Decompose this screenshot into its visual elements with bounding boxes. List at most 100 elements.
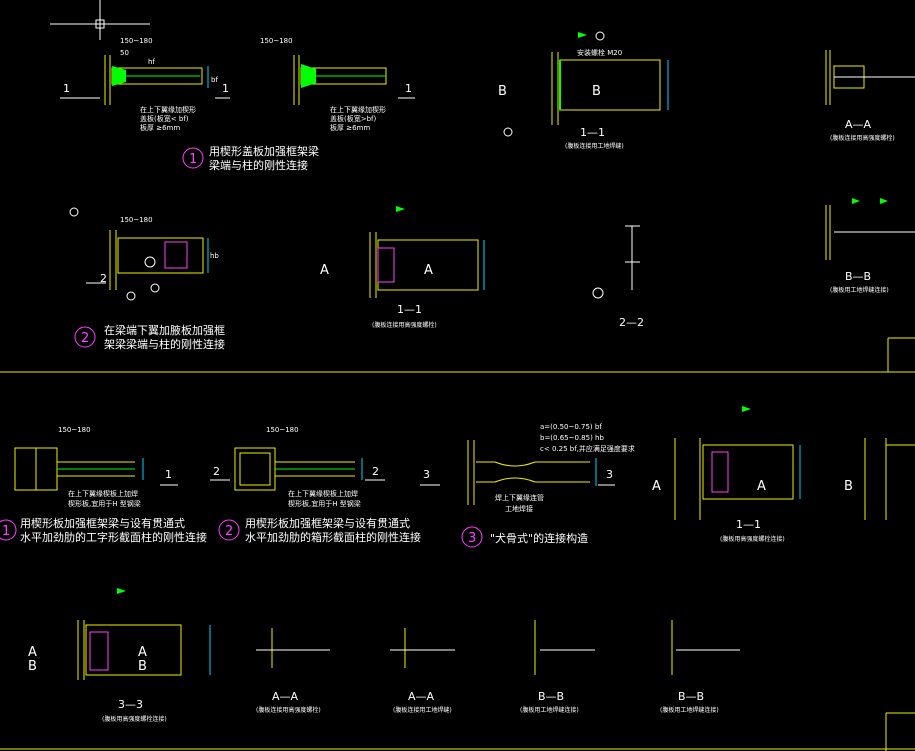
cad-cursor-crosshair bbox=[50, 0, 150, 40]
detail-wedge-plate-wide: 1 150~180 在上下翼缘加楔形 盖板(板宽>bf) 板厚 ≥6mm bbox=[260, 37, 415, 132]
section-a-a-top: A—A (腹板连接用高强度螺栓) bbox=[825, 50, 915, 142]
section-note: (腹板用高强度螺栓连接) bbox=[720, 535, 785, 543]
note: 在上下翼缘楔板上加焊 bbox=[68, 489, 138, 498]
section-mark-2: 2 bbox=[372, 465, 379, 478]
note: 在上下翼缘加楔形 bbox=[330, 105, 386, 114]
dim-label: bf bbox=[211, 76, 218, 84]
section-label-a: A bbox=[652, 479, 661, 494]
detail-number-circle bbox=[461, 526, 483, 548]
detail-i-column-through-stiffener: 1 150~180 在上下翼缘楔板上加焊 楔形板,宜用于H 型钢梁 bbox=[14, 426, 178, 508]
caption: 在梁端下翼加腋板加强框 bbox=[104, 323, 225, 337]
section-2-2: 2—2 bbox=[592, 225, 644, 329]
section-note: (腹板连接用高强度螺栓) bbox=[256, 706, 321, 714]
section-title: B—B bbox=[845, 270, 871, 283]
section-note: (腹板连接用工地焊缝) bbox=[565, 142, 624, 150]
caption: 用楔形盖板加强框架梁 bbox=[209, 144, 319, 158]
section-1-1-bolted: A A 1—1 (腹板连接用高强度螺栓) bbox=[320, 206, 485, 329]
section-title: 3—3 bbox=[118, 698, 143, 711]
dim-label: hb bbox=[210, 252, 219, 260]
section-note: (腹板连接用工地焊缝) bbox=[393, 706, 452, 714]
section-title: 2—2 bbox=[619, 316, 644, 329]
bolt-note: 安装螺栓 M20 bbox=[577, 48, 622, 57]
caption: 用楔形板加强框架梁与设有贯通式 bbox=[245, 516, 410, 530]
section-1-1-shop-weld: B B 安装螺栓 M20 1—1 (腹板连接用工地焊缝) bbox=[498, 31, 669, 150]
section-title: B—B bbox=[678, 690, 704, 703]
section-b-b-bottom-2: B—B (腹板用工地焊缝连接) bbox=[660, 620, 740, 714]
section-label-b: B bbox=[592, 84, 601, 99]
detail-number: 1 bbox=[2, 524, 10, 539]
note: 工地焊接 bbox=[505, 504, 533, 513]
section-mark-1: 1 bbox=[165, 468, 172, 481]
note: 盖板(板宽< bf) bbox=[140, 114, 189, 123]
weld-size-label: hf bbox=[148, 58, 155, 66]
section-label-a: A bbox=[138, 645, 147, 660]
detail-box-column-through-stiffener: 2 2 150~180 在上下翼缘楔板上加焊 楔形板,宜用于H 型钢梁 bbox=[210, 426, 385, 508]
note: 楔形板,宜用于H 型钢梁 bbox=[68, 499, 141, 508]
section-mark-2: 2 bbox=[100, 272, 107, 285]
detail-dog-bone: 3 3 a=(0.50~0.75) bf b=(0.65~0.85) hb c<… bbox=[420, 423, 635, 513]
detail-wedge-plate-narrow: 1 1 150~180 50 hf bf 在上下翼缘加楔形 盖板(板宽< bf)… bbox=[60, 37, 230, 132]
note: 在上下翼缘加楔形 bbox=[140, 105, 196, 114]
note: 板厚 ≥6mm bbox=[140, 123, 180, 132]
dim-label: 150~180 bbox=[120, 37, 153, 45]
caption: 架梁梁端与柱的刚性连接 bbox=[104, 337, 225, 351]
dim-label: 150~180 bbox=[266, 426, 299, 434]
section-b-b-bottom-1: B—B (腹板用工地焊缝连接) bbox=[520, 620, 595, 714]
section-label-a: A bbox=[28, 645, 37, 660]
section-title: A—A bbox=[408, 690, 435, 703]
section-mark-3: 3 bbox=[423, 468, 430, 481]
section-title: 1—1 bbox=[736, 518, 761, 531]
section-label-a: A bbox=[757, 479, 766, 494]
detail-number-circle bbox=[218, 519, 240, 541]
section-label-b: B bbox=[844, 479, 853, 494]
detail-number: 1 bbox=[189, 152, 197, 167]
formula: a=(0.50~0.75) bf bbox=[540, 423, 602, 431]
section-mark-1: 1 bbox=[222, 82, 229, 95]
section-label-b: B bbox=[138, 659, 147, 674]
caption: 水平加劲肋的箱形截面柱的刚性连接 bbox=[245, 530, 421, 544]
section-title: 1—1 bbox=[397, 303, 422, 316]
section-b-partial: B bbox=[844, 438, 915, 520]
formula: c< 0.25 bf,并应满足强度要求 bbox=[540, 444, 635, 453]
section-3-3: A B A B 3—3 (腹板用高强度螺栓连接) bbox=[28, 588, 211, 723]
section-note: (腹板用高强度螺栓连接) bbox=[102, 715, 167, 723]
section-label-b: B bbox=[28, 659, 37, 674]
note: 在上下翼缘楔板上加焊 bbox=[288, 489, 358, 498]
caption: "犬骨式"的连接构造 bbox=[490, 531, 588, 545]
note: 板厚 ≥6mm bbox=[330, 123, 370, 132]
dim-label: 150~180 bbox=[260, 37, 293, 45]
section-title: A—A bbox=[272, 690, 299, 703]
section-label-a: A bbox=[320, 263, 329, 278]
dim-label: 50 bbox=[120, 49, 129, 57]
section-note: (腹板用工地焊缝连接) bbox=[660, 706, 719, 714]
formula: b=(0.65~0.85) hb bbox=[540, 434, 604, 442]
note: 焊上下翼缘连管 bbox=[495, 493, 544, 502]
section-title: 1—1 bbox=[580, 126, 605, 139]
section-note: (腹板用工地焊缝连接) bbox=[830, 286, 889, 294]
detail-haunch-plate: 2 150~180 hb bbox=[69, 207, 219, 301]
section-label-b: B bbox=[498, 84, 507, 99]
section-mark-2: 2 bbox=[213, 465, 220, 478]
section-title: B—B bbox=[538, 690, 564, 703]
detail-number: 2 bbox=[81, 331, 89, 346]
section-note: (腹板连接用高强度螺栓) bbox=[372, 321, 437, 329]
detail-number: 3 bbox=[468, 531, 476, 546]
section-title: A—A bbox=[845, 118, 872, 131]
section-mark-3: 3 bbox=[606, 468, 613, 481]
note: 盖板(板宽>bf) bbox=[330, 114, 377, 123]
section-1-1-bottom: A A 1—1 (腹板用高强度螺栓连接) bbox=[652, 406, 801, 543]
note: 楔形板,宜用于H 型钢梁 bbox=[288, 499, 361, 508]
caption: 梁端与柱的刚性连接 bbox=[209, 158, 308, 172]
caption: 水平加劲肋的工字形截面柱的刚性连接 bbox=[20, 530, 207, 544]
detail-number-circle bbox=[74, 326, 96, 348]
section-mark-1: 1 bbox=[63, 82, 70, 95]
section-a-a-bottom-2: A—A (腹板连接用工地焊缝) bbox=[390, 628, 455, 714]
section-a-a-bottom-1: A—A (腹板连接用高强度螺栓) bbox=[256, 628, 330, 714]
section-mark-1: 1 bbox=[405, 82, 412, 95]
section-label-a: A bbox=[424, 263, 433, 278]
detail-number: 2 bbox=[225, 524, 233, 539]
caption: 用楔形板加强框架梁与设有贯通式 bbox=[20, 516, 185, 530]
section-note: (腹板用工地焊缝连接) bbox=[520, 706, 579, 714]
detail-number-circle bbox=[182, 147, 204, 169]
